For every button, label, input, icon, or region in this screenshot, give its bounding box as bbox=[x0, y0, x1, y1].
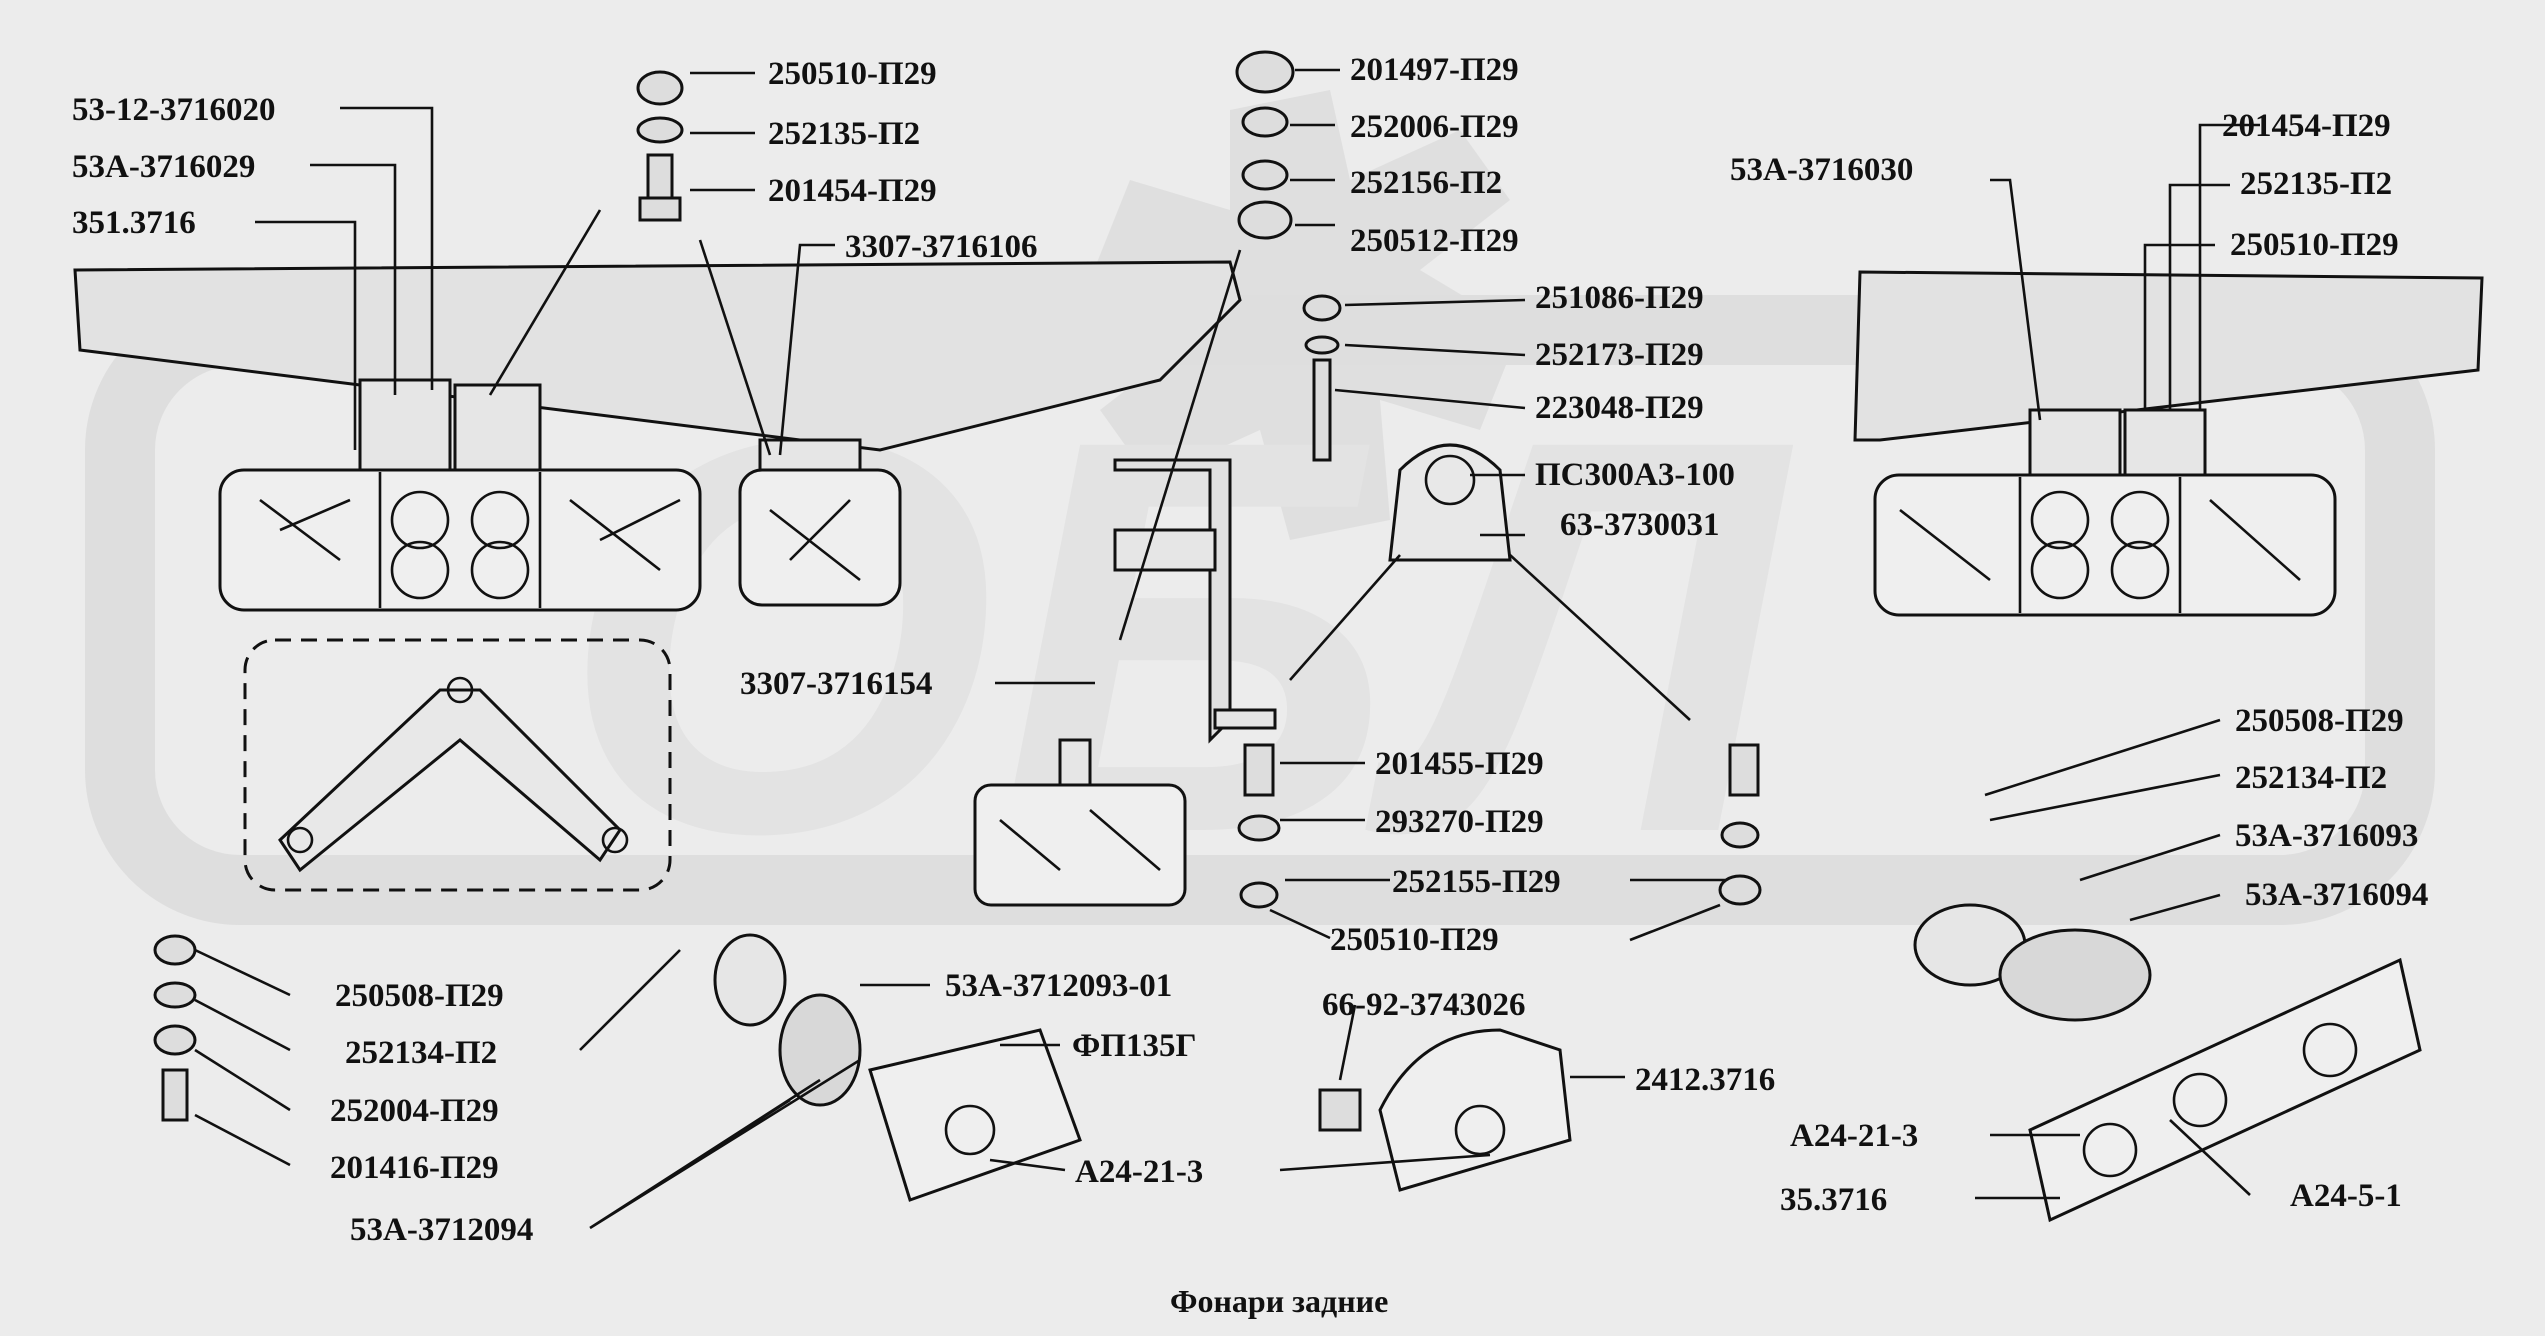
diagram-caption: Фонари задние bbox=[1170, 1283, 1388, 1319]
label-223048-P29: 223048-П29 bbox=[1535, 390, 1704, 426]
fog-lamp-exploded bbox=[713, 933, 1082, 1202]
label-252006-P29: 252006-П29 bbox=[1350, 109, 1519, 145]
label-252004-P29: 252004-П29 bbox=[330, 1093, 499, 1129]
label-252135-P2-a: 252135-П2 bbox=[768, 116, 920, 152]
part-labels: 53-12-3716020 53А-3716029 351.3716 25051… bbox=[72, 52, 2428, 1248]
label-53A-3716029: 53А-3716029 bbox=[72, 149, 255, 185]
label-250512-P29: 250512-П29 bbox=[1350, 223, 1519, 259]
label-63-3730031: 63-3730031 bbox=[1560, 507, 1720, 543]
label-252156-P2: 252156-П2 bbox=[1350, 165, 1502, 201]
label-53A-3716030: 53А-3716030 bbox=[1730, 152, 1913, 188]
label-2412-3716: 2412.3716 bbox=[1635, 1062, 1775, 1098]
label-252173-P29: 252173-П29 bbox=[1535, 337, 1704, 373]
label-201416-P29: 201416-П29 bbox=[330, 1150, 499, 1186]
label-PS300A3-100: ПС300А3-100 bbox=[1535, 457, 1735, 493]
label-66-92-3743026: 66-92-3743026 bbox=[1322, 987, 1525, 1023]
label-3307-3716154: 3307-3716154 bbox=[740, 666, 933, 702]
label-293270-P29: 293270-П29 bbox=[1375, 804, 1544, 840]
label-201454-P29-a: 201454-П29 bbox=[768, 173, 937, 209]
left-frame-beam bbox=[73, 260, 1242, 477]
label-252134-P2-b: 252134-П2 bbox=[345, 1035, 497, 1071]
bolt-stack-lower-center bbox=[1237, 743, 1762, 909]
hitch-clamp bbox=[1388, 443, 1512, 562]
label-351-3716: 351.3716 bbox=[72, 205, 196, 241]
bolt-stack-lower-left bbox=[153, 934, 197, 1122]
label-FP135G: ФП135Г bbox=[1072, 1028, 1197, 1064]
right-lamp-exploded bbox=[1913, 903, 2422, 1223]
label-250510-P29-a: 250510-П29 bbox=[768, 56, 937, 92]
bolt-stack-mid bbox=[1302, 294, 1342, 462]
right-combined-lamp bbox=[1873, 473, 2337, 617]
label-A24-21-3-b: А24-21-3 bbox=[1790, 1118, 1918, 1154]
plate-bracket bbox=[243, 638, 672, 892]
label-53A-3716093: 53А-3716093 bbox=[2235, 818, 2418, 854]
bolt-stack-top-left bbox=[636, 70, 684, 222]
label-250508-P29-b: 250508-П29 bbox=[335, 978, 504, 1014]
label-35-3716: 35.3716 bbox=[1780, 1182, 1887, 1218]
label-53-12-3716020: 53-12-3716020 bbox=[72, 92, 275, 128]
label-250510-P29-b: 250510-П29 bbox=[2230, 227, 2399, 263]
reverse-lamp-exploded bbox=[1318, 1028, 1572, 1192]
label-250510-P29-c: 250510-П29 bbox=[1330, 922, 1499, 958]
label-201454-P29-b: 201454-П29 bbox=[2222, 108, 2391, 144]
left-combined-lamp bbox=[218, 468, 702, 612]
label-A24-5-1: А24-5-1 bbox=[2290, 1178, 2402, 1214]
leader-lines bbox=[194, 68, 2260, 1230]
label-53A-3712094: 53А-3712094 bbox=[350, 1212, 533, 1248]
label-201455-P29: 201455-П29 bbox=[1375, 746, 1544, 782]
bolt-stack-top-center bbox=[1235, 50, 1295, 240]
center-bracket bbox=[1113, 458, 1277, 744]
right-frame-beam bbox=[1853, 270, 2484, 482]
label-3307-3716106: 3307-3716106 bbox=[845, 229, 1038, 265]
label-252155-P29: 252155-П29 bbox=[1392, 864, 1561, 900]
label-252134-P2-a: 252134-П2 bbox=[2235, 760, 2387, 796]
label-A24-21-3-a: А24-21-3 bbox=[1075, 1154, 1203, 1190]
label-252135-P2-b: 252135-П2 bbox=[2240, 166, 2392, 202]
label-251086-P29: 251086-П29 bbox=[1535, 280, 1704, 316]
label-53A-3716094: 53А-3716094 bbox=[2245, 877, 2428, 913]
label-250508-P29-a: 250508-П29 bbox=[2235, 703, 2404, 739]
label-53A-3712093-01: 53А-3712093-01 bbox=[945, 968, 1172, 1004]
label-201497-P29: 201497-П29 bbox=[1350, 52, 1519, 88]
plate-lamp bbox=[973, 738, 1187, 907]
clearance-lamp bbox=[738, 468, 902, 607]
